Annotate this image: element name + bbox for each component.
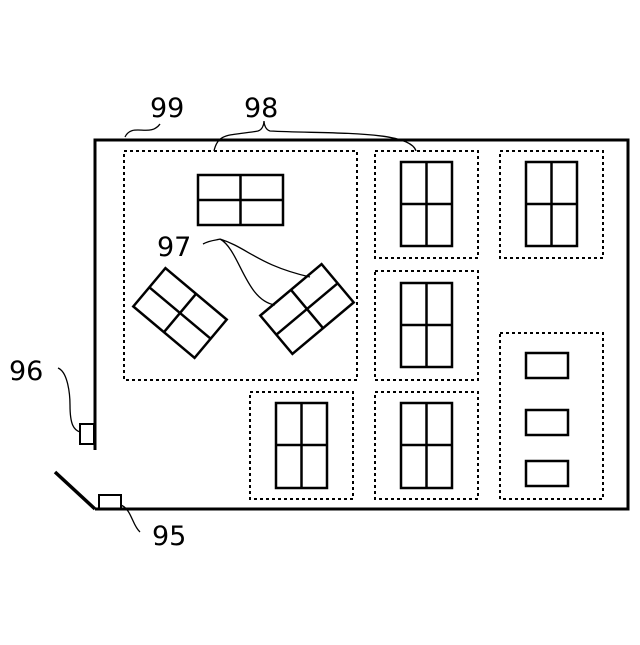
door-leaf [55, 472, 95, 509]
unit-rotated-left [133, 268, 226, 358]
label-97: 97 [157, 232, 191, 263]
wall-device-96 [80, 424, 94, 444]
leader-lines [58, 121, 416, 532]
floor-device-95 [99, 495, 121, 509]
leader-99 [125, 124, 160, 137]
label-95: 95 [152, 521, 186, 552]
unit-r2c1 [401, 283, 452, 367]
zone-small-units [500, 333, 603, 499]
small-unit-3 [526, 461, 568, 486]
leader-96 [58, 368, 80, 432]
unit-bottom-left [276, 403, 327, 488]
small-unit-1 [526, 353, 568, 378]
label-96: 96 [9, 356, 43, 387]
room-walls [55, 140, 628, 509]
small-unit-2 [526, 410, 568, 435]
small-units [526, 353, 568, 486]
unit-large-top [198, 175, 283, 225]
room-wall-outline [95, 140, 628, 509]
label-98: 98 [244, 93, 278, 124]
unit-r1c2 [526, 162, 577, 246]
label-99: 99 [150, 93, 184, 124]
unit-bottom-mid [401, 403, 452, 488]
unit-rotated-right [260, 264, 353, 354]
unit-r1c1 [401, 162, 452, 246]
leader-98-brace [214, 121, 416, 151]
grid-units [133, 162, 577, 488]
